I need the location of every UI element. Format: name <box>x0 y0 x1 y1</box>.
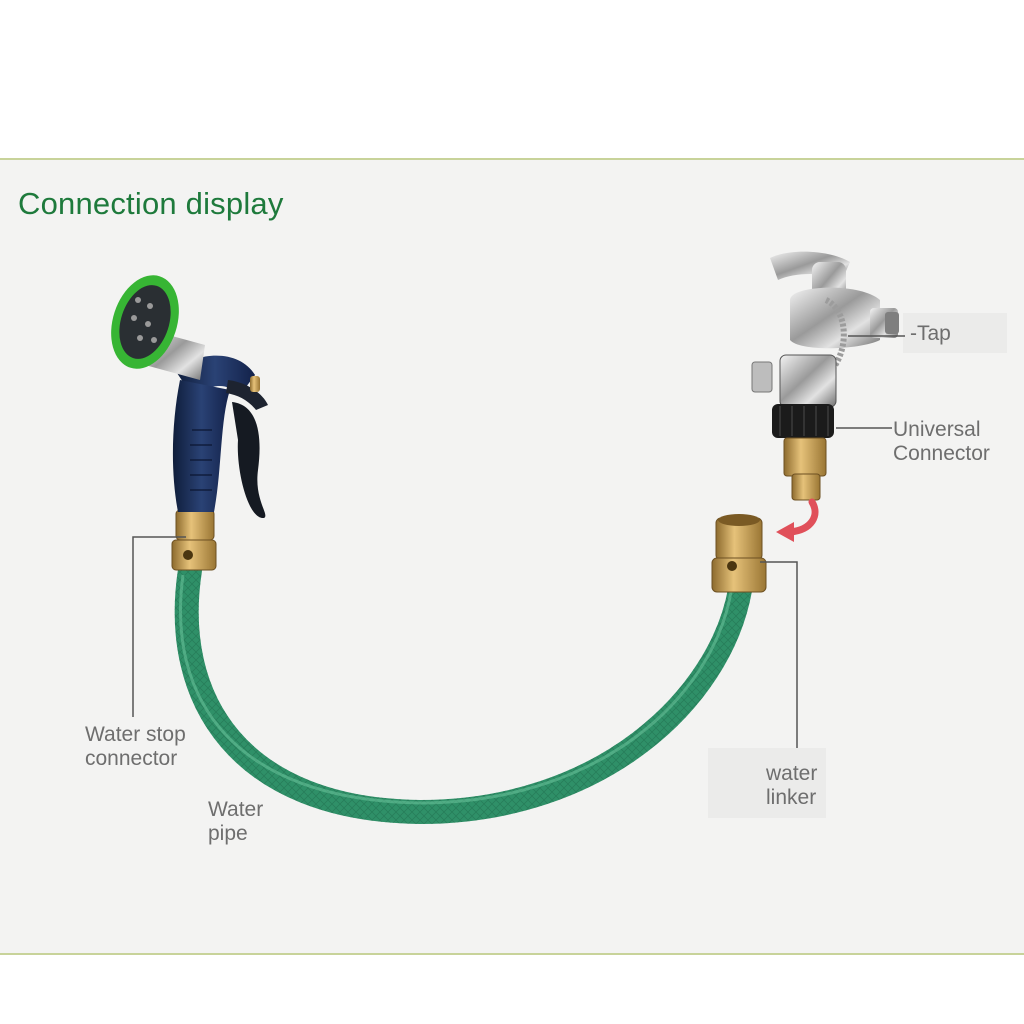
tap-label: -Tap <box>910 322 951 346</box>
connect-arrow <box>776 502 815 542</box>
water-linker-connector <box>712 514 766 592</box>
water-pipe-label: Water pipe <box>208 798 263 846</box>
water-pipe-hose <box>181 570 740 812</box>
water-linker-label: water linker <box>766 762 817 810</box>
spray-nozzle <box>100 266 268 518</box>
universal-connector <box>752 355 836 500</box>
water-stop-connector <box>172 510 216 570</box>
universal-connector-label: Universal Connector <box>893 418 990 466</box>
water-stop-connector-label: Water stop connector <box>85 723 186 771</box>
tap-faucet <box>770 252 899 372</box>
